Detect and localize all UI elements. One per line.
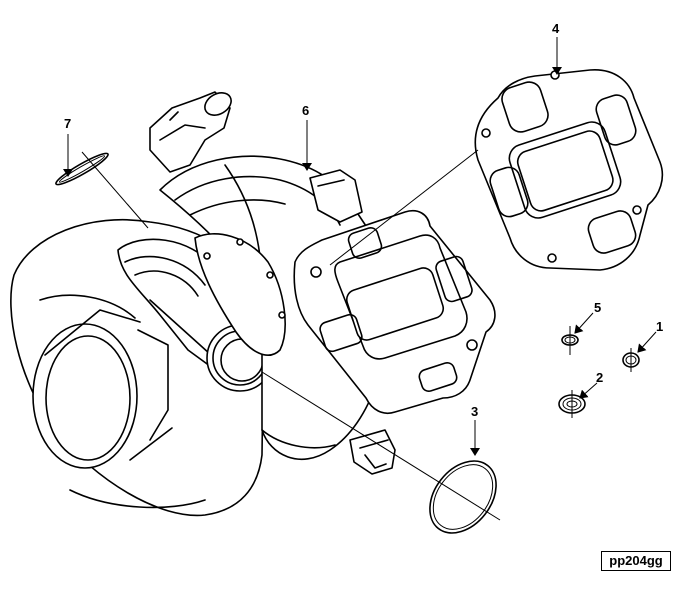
top-fitting bbox=[149, 91, 232, 173]
callout-label-4: 4 bbox=[552, 21, 560, 36]
volute-lower-edge bbox=[261, 429, 336, 449]
callout-label-3: 3 bbox=[471, 404, 478, 419]
callout-label-2: 2 bbox=[596, 370, 603, 385]
centerlines bbox=[81, 149, 632, 521]
callout-arrow-2 bbox=[579, 382, 598, 399]
turbine-inlet-flange bbox=[293, 210, 496, 414]
callout-label-5: 5 bbox=[594, 300, 601, 315]
gasket-item-7 bbox=[55, 152, 109, 186]
callout-arrows bbox=[63, 37, 657, 456]
figure-reference-code: pp204gg bbox=[601, 551, 671, 571]
callout-labels: 7 6 4 3 5 1 2 bbox=[64, 21, 663, 419]
callout-label-7: 7 bbox=[64, 116, 71, 131]
callout-label-1: 1 bbox=[656, 319, 663, 334]
turbine-housing bbox=[159, 155, 391, 461]
drain-fitting bbox=[349, 429, 396, 475]
callout-arrow-5 bbox=[574, 312, 594, 334]
turbine-inlet-gasket bbox=[474, 69, 664, 271]
turbocharger-assembly bbox=[10, 91, 496, 517]
callout-arrow-1 bbox=[637, 331, 657, 353]
actuator-boss bbox=[309, 169, 363, 223]
callout-label-6: 6 bbox=[302, 103, 309, 118]
